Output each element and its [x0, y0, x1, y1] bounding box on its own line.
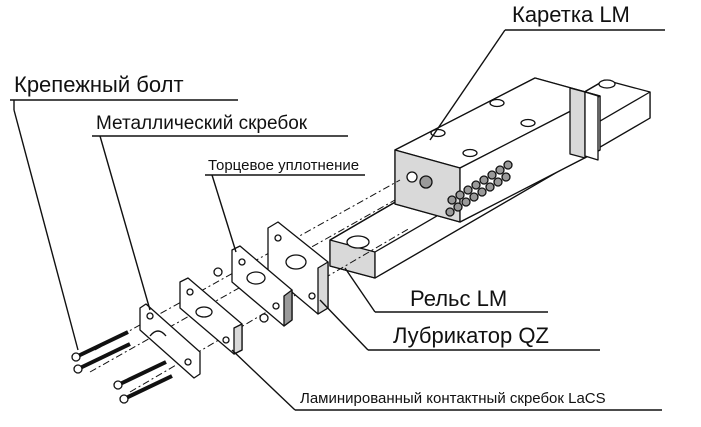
end-seal-label: Торцевое уплотнение [208, 157, 359, 174]
grease-nipple-icon [406, 171, 418, 183]
lm-carriage [394, 77, 601, 223]
lubricator-label: Лубрикатор QZ [393, 323, 549, 348]
lacs-scraper [179, 277, 243, 355]
lacs-label: Ламинированный контактный скребок LaCS [300, 390, 606, 407]
mounting-bolts [71, 330, 173, 404]
rail-bolt-hole [346, 235, 370, 249]
metal-scraper [139, 303, 201, 379]
carriage-label: Каретка LM [512, 2, 630, 27]
end-seal [213, 245, 293, 327]
bolt-label: Крепежный болт [14, 72, 184, 97]
leader-lines [10, 29, 665, 411]
rail-label: Рельс LM [410, 286, 507, 311]
ball-chain [445, 160, 513, 217]
metal-scraper-label: Металлический скребок [96, 113, 308, 134]
